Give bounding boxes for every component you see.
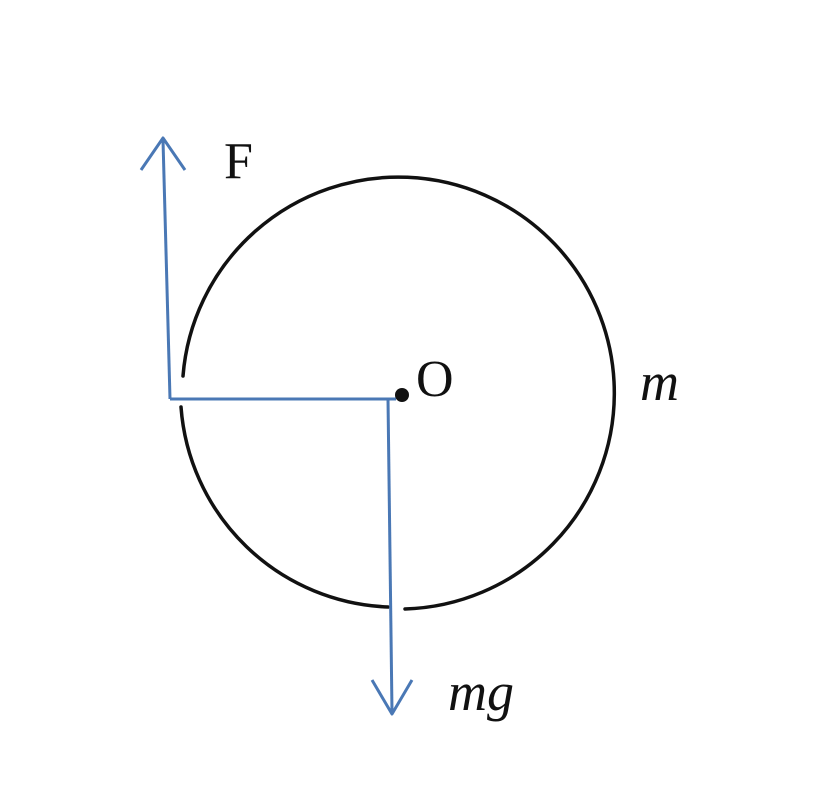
force-label: F <box>224 133 253 190</box>
force-f-arrow-head <box>139 136 187 171</box>
circle-body-lower-arc <box>179 405 390 609</box>
force-f-arrow-shaft <box>161 139 172 400</box>
weight-mg-arrow-head <box>370 679 414 716</box>
circle-body <box>181 175 617 611</box>
mass-label: m <box>640 352 679 412</box>
weight-label: mg <box>448 662 514 722</box>
weight-mg-arrow-shaft <box>386 398 394 713</box>
center-label: O <box>416 351 454 408</box>
center-point <box>395 388 409 402</box>
